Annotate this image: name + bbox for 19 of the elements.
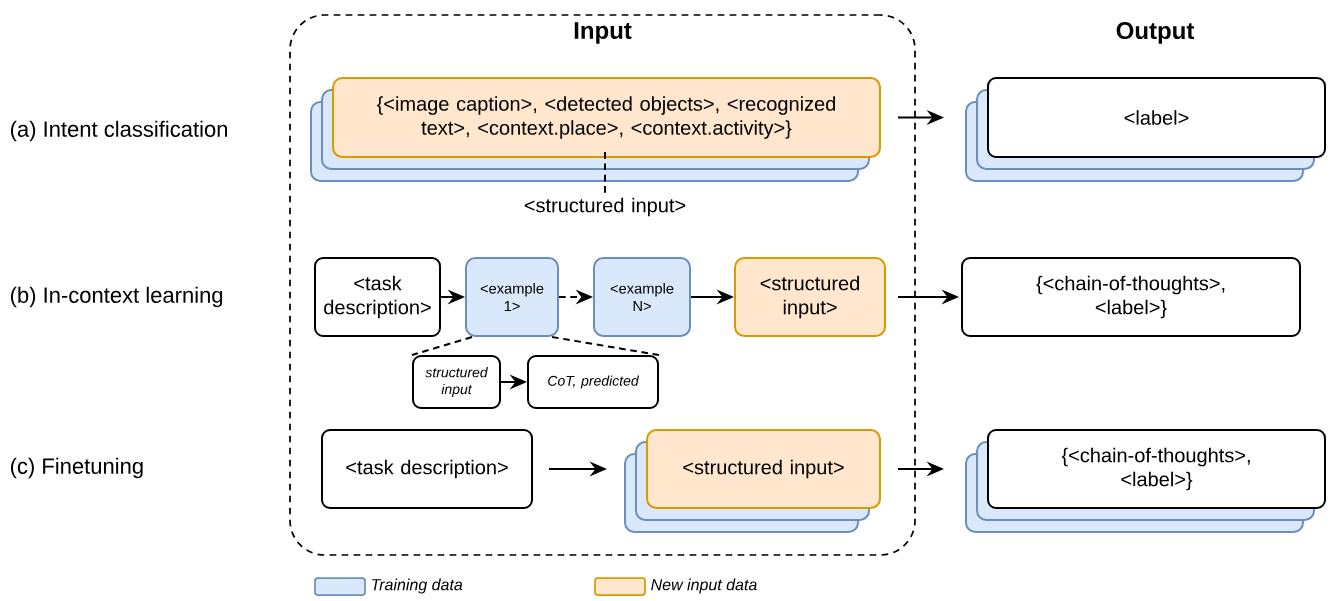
output-box: {<chain-of-thoughts>, <label>} (961, 257, 1301, 337)
input-box: <structured input> (734, 257, 886, 337)
detail-box: CoT, predicted (527, 355, 659, 409)
input-box: <structured input> (624, 429, 881, 533)
legend-text: Training data (372, 578, 463, 594)
example-box: <example N> (593, 257, 691, 337)
legend-text: New input data (651, 578, 757, 594)
output-box: <label> (965, 77, 1326, 182)
row-label: (b) In-context learning (10, 286, 223, 308)
leader-text: <structured input> (524, 197, 686, 217)
row-label: (a) Intent classification (10, 120, 227, 142)
row-label: (c) Finetuning (10, 457, 143, 479)
column-heading: Output (1116, 22, 1195, 44)
process-box: <task description> (314, 257, 441, 337)
input-box: {<image caption>, <detected objects>, <recognized text>, <context.place>, <context.activity>} (310, 77, 881, 182)
example-box: <example 1> (465, 257, 559, 337)
process-box: <task description> (321, 429, 533, 509)
output-box: {<chain-of-thoughts>, <label>} (965, 429, 1326, 533)
detail-box: structured input (412, 355, 501, 409)
